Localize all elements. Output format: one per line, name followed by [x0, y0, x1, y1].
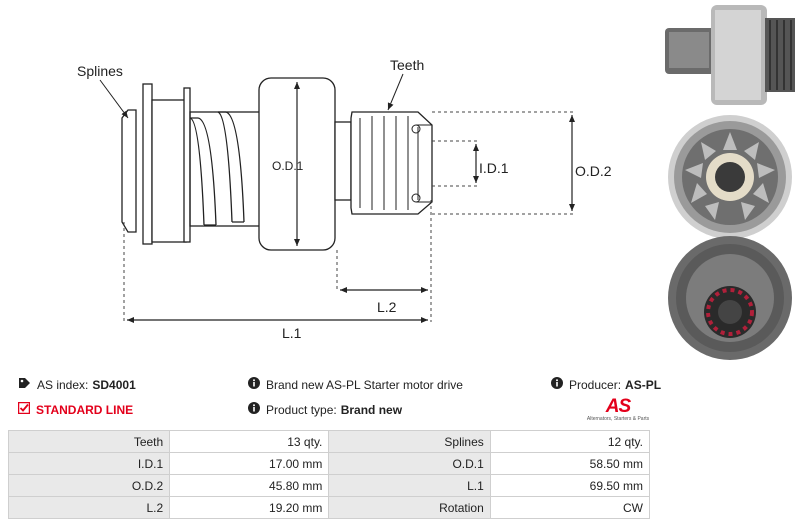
spec-label: Teeth	[7, 430, 171, 453]
spec-label: O.D.1	[328, 452, 491, 475]
label-od1: O.D.1	[272, 159, 304, 173]
table-row: Teeth 13 qty. Splines 12 qty.	[7, 430, 651, 453]
label-l1: L.1	[282, 325, 302, 341]
table-row: O.D.2 45.80 mm L.1 69.50 mm	[7, 474, 651, 497]
description-text: Brand new AS-PL Starter motor drive	[266, 377, 463, 392]
label-splines: Splines	[77, 63, 123, 79]
spec-label: L.2	[7, 496, 171, 519]
label-od2: O.D.2	[575, 163, 612, 179]
as-index-value: SD4001	[92, 377, 136, 392]
as-index-row: AS index: SD4001	[18, 377, 136, 392]
spec-value: 69.50 mm	[489, 474, 651, 497]
splines-end	[121, 109, 137, 233]
label-l2: L.2	[377, 299, 397, 315]
shaft	[334, 121, 352, 201]
gear-teeth-lines	[359, 116, 419, 210]
producer-label: Producer:	[569, 377, 622, 392]
spring	[189, 111, 245, 226]
spec-value: 12 qty.	[489, 430, 651, 453]
technical-drawing: Splines Teeth O.D.1 I.D.1 O.D.2 L.2 L.1	[77, 57, 612, 341]
as-index-label: AS index:	[37, 377, 89, 392]
info-icon	[248, 377, 260, 392]
label-id1: I.D.1	[479, 160, 509, 176]
checkbox-icon	[17, 401, 31, 417]
product-type-row: Product type: Brand new	[248, 402, 402, 417]
product-photos	[665, 5, 795, 360]
photo-gear-view	[668, 115, 792, 239]
standard-line-row: STANDARD LINE	[17, 401, 134, 417]
producer-row: Producer: AS-PL	[551, 377, 661, 392]
spec-value: 19.20 mm	[169, 496, 330, 519]
spec-value: 58.50 mm	[489, 452, 651, 475]
logo-mark: AS	[605, 396, 631, 417]
table-row: L.2 19.20 mm Rotation CW	[7, 496, 651, 519]
hub	[151, 99, 187, 243]
product-type-label: Product type:	[266, 402, 337, 417]
hub-collar	[183, 87, 191, 243]
spec-label: O.D.2	[7, 474, 171, 497]
spec-table: Teeth 13 qty. Splines 12 qty. I.D.1 17.0…	[7, 430, 651, 519]
product-type-value: Brand new	[340, 402, 403, 417]
standard-line-text: STANDARD LINE	[36, 402, 134, 417]
info-icon	[248, 402, 260, 417]
spec-label: L.1	[328, 474, 491, 497]
description-row: Brand new AS-PL Starter motor drive	[248, 377, 463, 392]
info-icon	[551, 377, 563, 392]
spec-label: Rotation	[328, 496, 491, 519]
producer-value: AS-PL	[625, 377, 662, 392]
spec-value: 13 qty.	[169, 430, 330, 453]
logo-tagline: Alternators, Starters & Parts	[586, 416, 650, 422]
label-teeth: Teeth	[390, 57, 424, 73]
photo-back-view	[668, 236, 792, 360]
table-row: I.D.1 17.00 mm O.D.1 58.50 mm	[7, 452, 651, 475]
flange	[142, 83, 153, 245]
spec-value: 17.00 mm	[169, 452, 330, 475]
spec-value: CW	[489, 496, 651, 519]
tag-icon	[18, 377, 31, 392]
spec-label: I.D.1	[7, 452, 171, 475]
spec-value: 45.80 mm	[169, 474, 330, 497]
as-pl-logo: AS Alternators, Starters & Parts	[582, 397, 654, 425]
spec-label: Splines	[328, 430, 491, 453]
photo-side-view	[665, 5, 795, 105]
